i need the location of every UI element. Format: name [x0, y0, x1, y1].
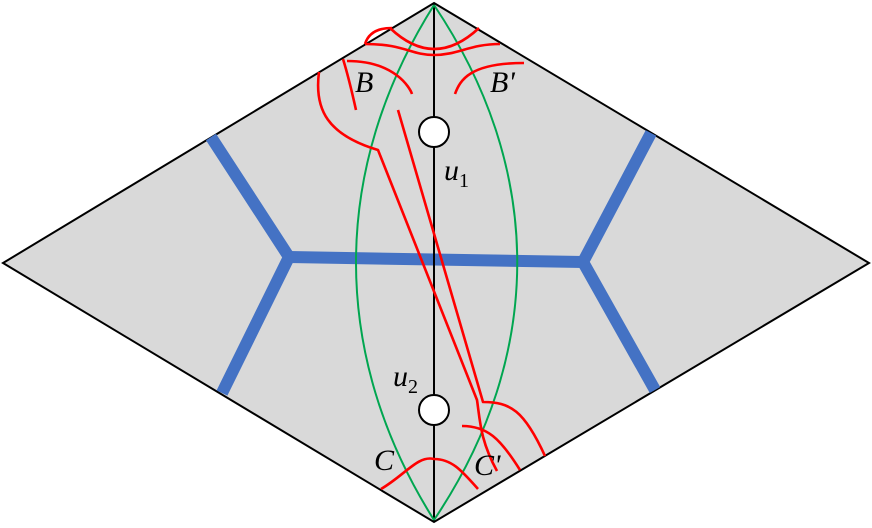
label-u2: u2: [393, 360, 418, 398]
label-u1-sub: 1: [459, 170, 469, 192]
puncture-u2: [418, 394, 450, 426]
label-b: B: [355, 66, 373, 99]
red-bottom-arc-inner: [380, 457, 479, 491]
blue-left-branch: [205, 133, 295, 396]
punctures: [418, 116, 450, 426]
green-right-curve: [433, 4, 519, 521]
label-u2-base: u: [393, 360, 408, 393]
red-bottom-arc-outer: [461, 424, 522, 471]
blue-central-edge: [288, 251, 584, 268]
red-right-strand: [341, 58, 547, 457]
label-u1-base: u: [444, 154, 459, 187]
blue-network: [205, 130, 661, 396]
red-top-arc-inner: [389, 27, 480, 51]
label-b-prime: B': [490, 66, 515, 99]
label-c: C: [374, 444, 395, 477]
red-left-strand: [316, 71, 499, 472]
labels: B B' C C' u1 u2: [355, 66, 515, 482]
red-curves: [316, 26, 547, 491]
red-top-arc-outer: [346, 59, 525, 95]
blue-right-branch: [577, 130, 661, 393]
red-top-arc-middle: [363, 26, 501, 57]
label-c-prime: C': [474, 449, 501, 482]
label-u2-sub: 2: [408, 376, 418, 398]
puncture-u1: [418, 116, 450, 148]
label-u1: u1: [444, 154, 469, 192]
